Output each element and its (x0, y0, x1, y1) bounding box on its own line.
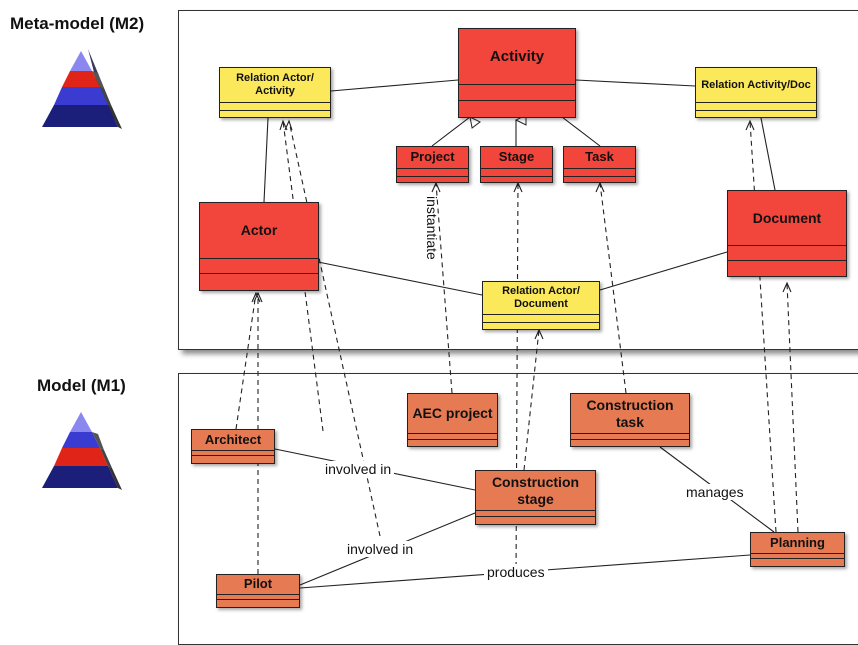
task-operations (564, 177, 635, 182)
stage-class[interactable]: Stage (480, 146, 553, 183)
relation-activity-doc-operations (696, 111, 816, 117)
project-class-name: Project (397, 147, 468, 169)
construction-stage-attributes (476, 511, 595, 517)
architect-attributes (192, 451, 274, 456)
stage-class-name: Stage (481, 147, 552, 169)
task-class-name: Task (564, 147, 635, 169)
task-attributes (564, 169, 635, 177)
planning-attributes (751, 554, 844, 559)
document-attributes (728, 246, 846, 261)
relation-actor-activity-name: Relation Actor/ Activity (220, 68, 330, 103)
architect-class[interactable]: Architect (191, 429, 275, 464)
relation-actor-document-name: Relation Actor/ Document (483, 282, 599, 315)
activity-class[interactable]: Activity (458, 28, 576, 118)
document-class[interactable]: Document (727, 190, 847, 277)
meta-model-title: Meta-model (M2) (10, 14, 145, 33)
construction-stage-class-name: Construction stage (476, 471, 595, 511)
construction-task-attributes (571, 434, 689, 440)
construction-task-class-name: Construction task (571, 394, 689, 434)
actor-class[interactable]: Actor (199, 202, 319, 291)
aec-project-attributes (408, 434, 497, 440)
relation-activity-doc-attributes (696, 103, 816, 111)
actor-attributes (200, 259, 318, 274)
stage-operations (481, 177, 552, 182)
produces-label: produces (484, 564, 548, 580)
aec-project-operations (408, 440, 497, 446)
planning-class[interactable]: Planning (750, 532, 845, 567)
actor-operations (200, 274, 318, 290)
project-class[interactable]: Project (396, 146, 469, 183)
instantiate-label: instantiate (424, 196, 440, 260)
aec-project-class-name: AEC project (408, 394, 497, 434)
activity-class-name: Activity (459, 29, 575, 85)
architect-class-name: Architect (192, 430, 274, 451)
construction-stage-operations (476, 517, 595, 524)
model-title: Model (M1) (37, 376, 126, 395)
aec-project-class[interactable]: AEC project (407, 393, 498, 447)
pyramid-icon (42, 412, 122, 490)
pilot-attributes (217, 595, 299, 600)
involved-in-label: involved in (344, 541, 417, 557)
activity-attributes (459, 85, 575, 101)
relation-actor-document-class[interactable]: Relation Actor/ Document (482, 281, 600, 330)
planning-operations (751, 559, 844, 566)
relation-actor-activity-class[interactable]: Relation Actor/ Activity (219, 67, 331, 118)
relation-activity-doc-name: Relation Activity/Doc (696, 68, 816, 103)
pilot-class[interactable]: Pilot (216, 574, 300, 608)
document-operations (728, 261, 846, 276)
involved-in-label: involved in (322, 461, 395, 477)
task-class[interactable]: Task (563, 146, 636, 183)
pilot-class-name: Pilot (217, 575, 299, 595)
document-class-name: Document (728, 191, 846, 246)
stage-attributes (481, 169, 552, 177)
planning-class-name: Planning (751, 533, 844, 554)
actor-class-name: Actor (200, 203, 318, 259)
relation-actor-document-operations (483, 323, 599, 329)
project-attributes (397, 169, 468, 177)
construction-stage-class[interactable]: Construction stage (475, 470, 596, 525)
project-operations (397, 177, 468, 182)
pilot-operations (217, 600, 299, 607)
manages-label: manages (683, 484, 747, 500)
relation-actor-document-attributes (483, 315, 599, 323)
relation-actor-activity-attributes (220, 103, 330, 111)
architect-operations (192, 456, 274, 463)
pyramid-icon (42, 49, 122, 129)
construction-task-class[interactable]: Construction task (570, 393, 690, 447)
relation-actor-activity-operations (220, 111, 330, 117)
relation-activity-doc-class[interactable]: Relation Activity/Doc (695, 67, 817, 118)
activity-operations (459, 101, 575, 117)
construction-task-operations (571, 440, 689, 446)
